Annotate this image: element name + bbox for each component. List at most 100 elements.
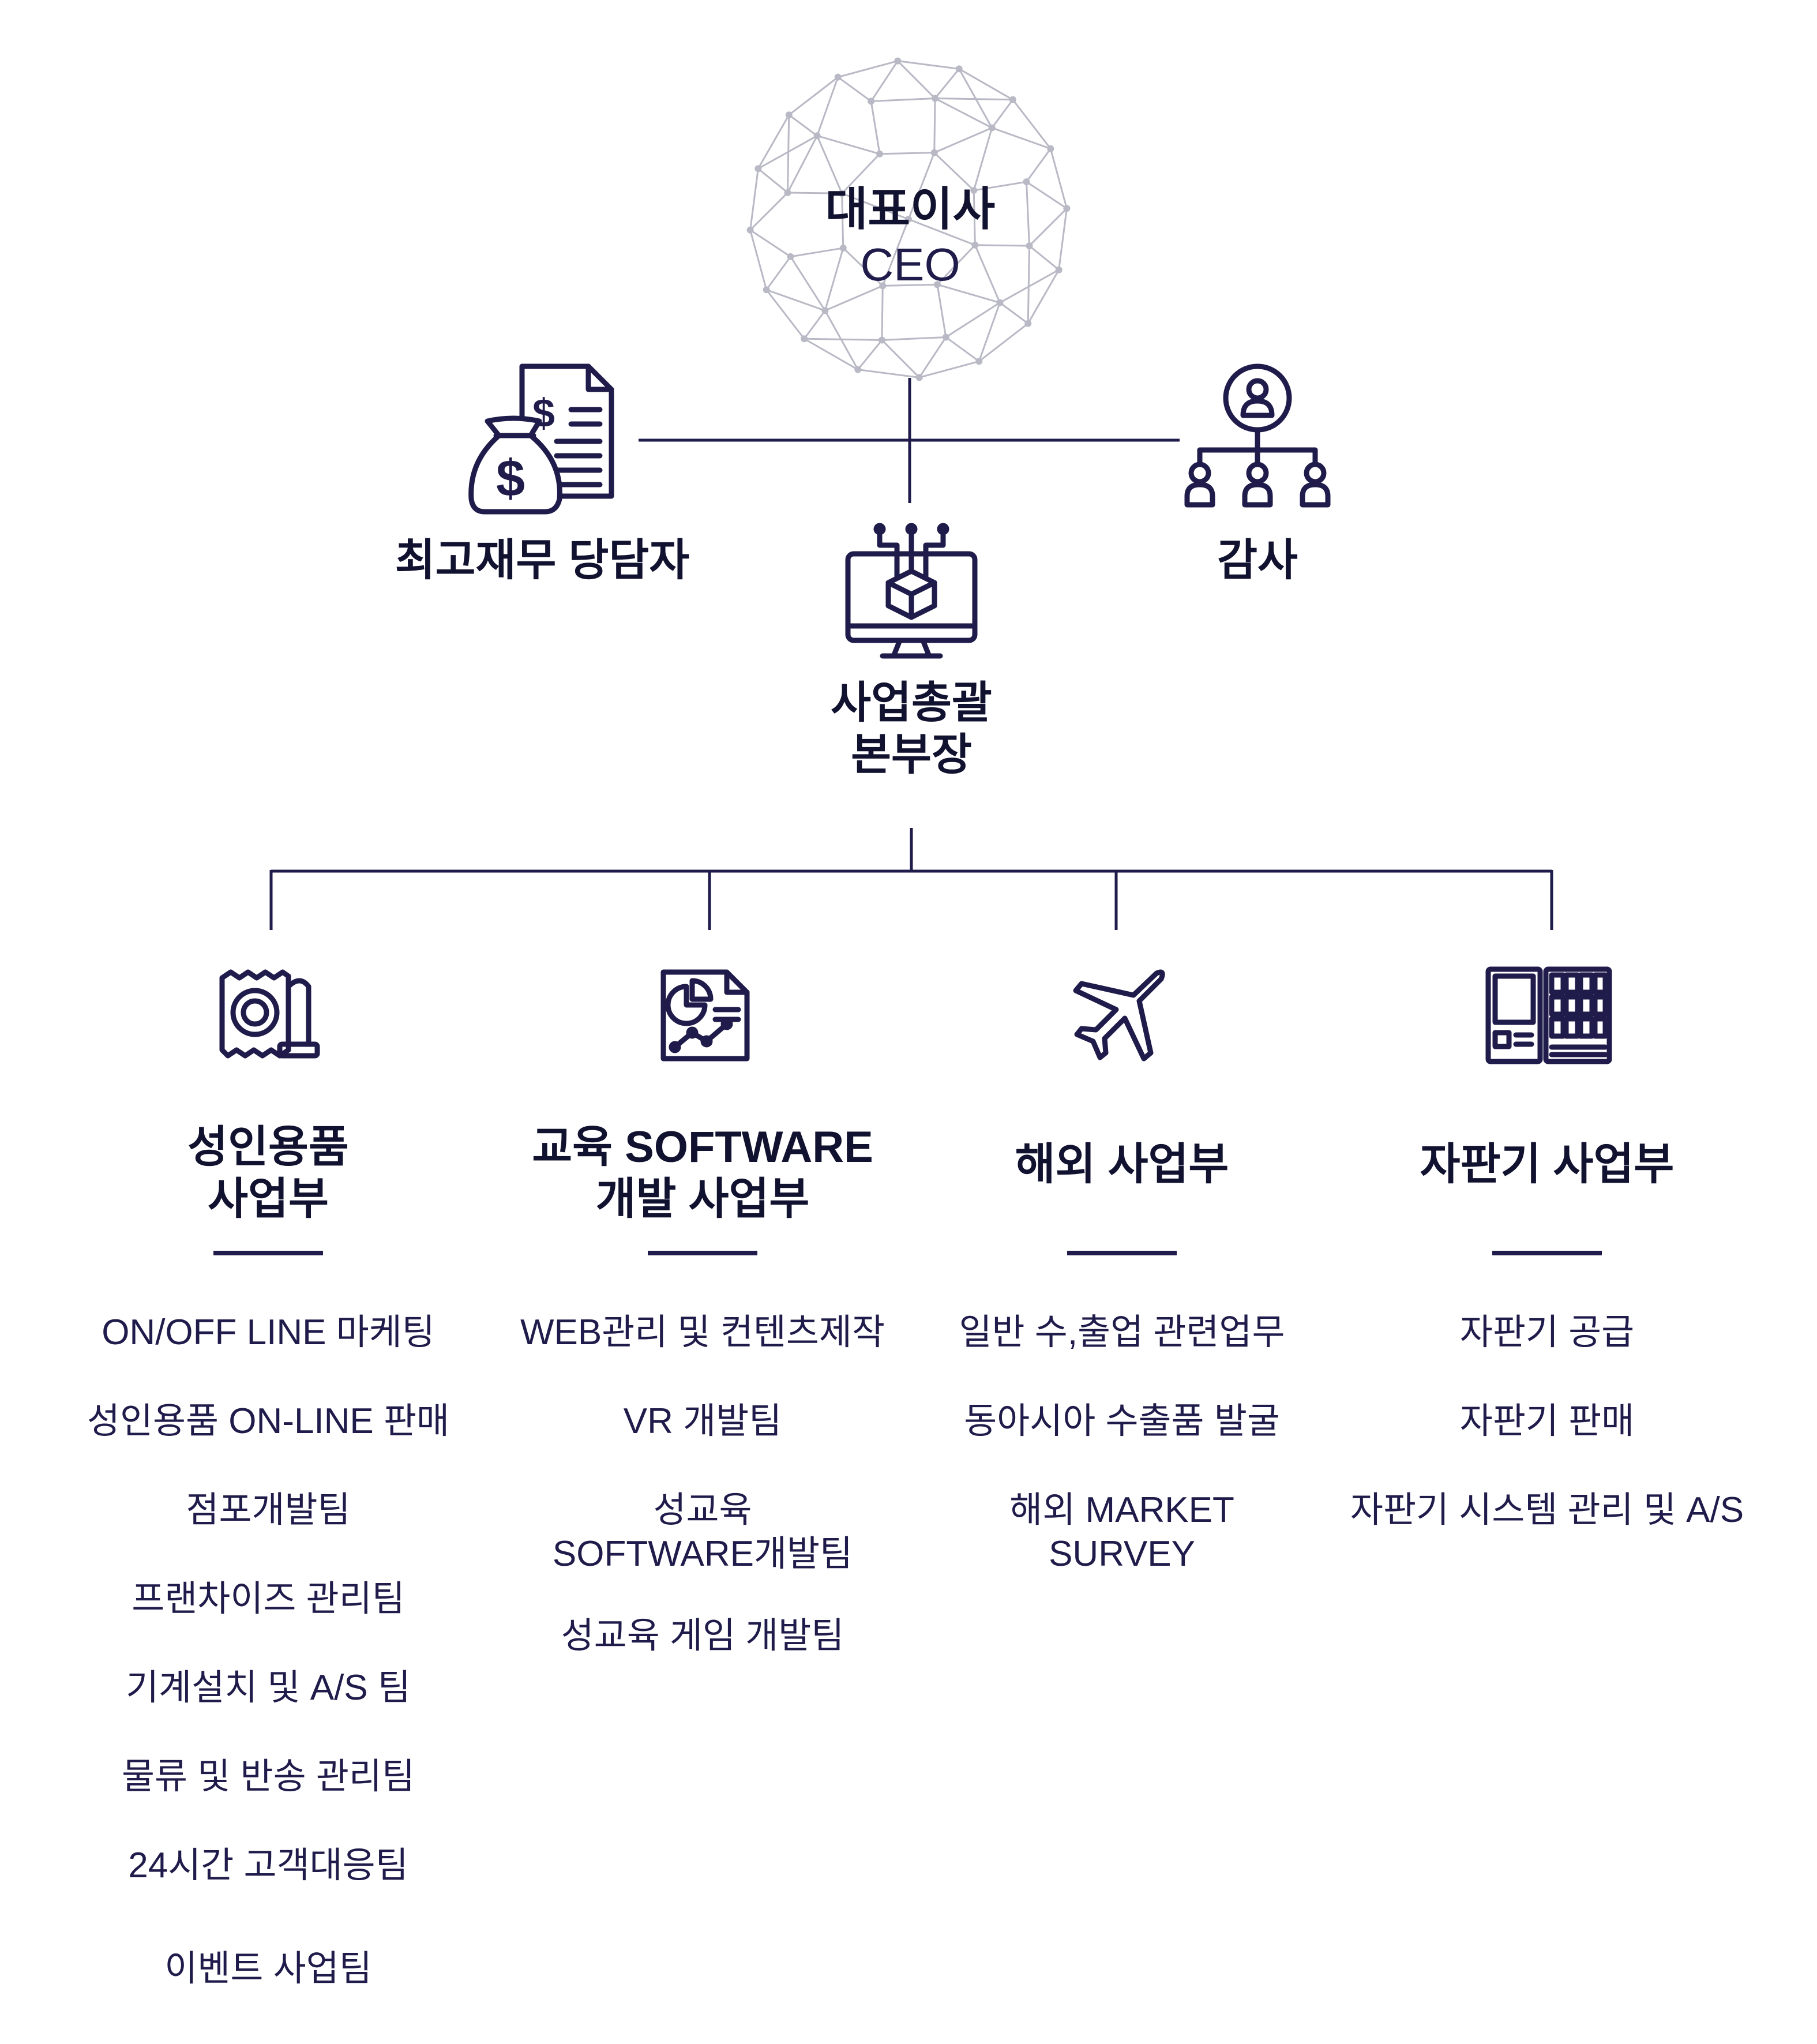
globe-edge: [790, 256, 826, 312]
org-hierarchy-icon: [1184, 363, 1331, 508]
globe-edge: [1049, 148, 1068, 209]
list-item: 자판기 시스템 관리 및 A/S: [1350, 1490, 1744, 1530]
globe-edge: [1025, 182, 1030, 246]
cfo-label: 최고재무 당담자: [395, 536, 690, 585]
globe-node: [988, 124, 996, 132]
globe-edge: [991, 99, 1013, 129]
globe-edge: [881, 219, 910, 286]
globe-edge: [1028, 245, 1060, 271]
globe-edge: [918, 336, 947, 378]
globe-edge: [973, 127, 993, 191]
globe-node: [754, 165, 762, 172]
globe-edge: [936, 244, 976, 286]
globe-edge: [933, 98, 936, 153]
globe-edge: [787, 135, 818, 193]
globe-edge: [871, 97, 936, 103]
globe-node: [905, 216, 912, 223]
dept-overseas-title: 해외 사업부: [1015, 1140, 1229, 1189]
globe-node: [813, 132, 821, 140]
globe-edge: [999, 302, 1029, 324]
globe-node: [839, 244, 847, 252]
globe-edge: [757, 168, 789, 194]
globe-node: [785, 111, 793, 119]
globe-node: [1024, 320, 1032, 327]
globe-edge: [1027, 269, 1060, 324]
business-head-line2: 본부장: [851, 730, 972, 779]
ceo-title: 대표이사: [825, 183, 996, 235]
globe-node: [868, 97, 875, 105]
globe-edge: [958, 68, 1013, 101]
vending-machine-icon: [1485, 966, 1612, 1064]
list-item: 자판기 판매: [1459, 1401, 1635, 1441]
globe-edge: [935, 97, 1013, 101]
dept-adult-title-line2: 사업부: [208, 1175, 329, 1224]
globe-edge: [881, 339, 920, 378]
globe-node: [894, 57, 902, 65]
list-item: 24시간 고객대응팀: [128, 1846, 408, 1885]
list-item: 동아시아 수출품 발굴: [964, 1401, 1280, 1441]
globe-edge: [883, 283, 937, 287]
globe-edge: [816, 135, 843, 194]
globe-edge: [841, 153, 881, 194]
list-item: SURVEY: [1049, 1534, 1195, 1574]
globe-edge: [880, 152, 934, 155]
globe-edge: [749, 192, 789, 231]
globe-node: [933, 281, 941, 288]
list-item: VR 개발팀: [623, 1401, 782, 1441]
globe-edge: [898, 60, 959, 70]
dept-vending-title: 자판기 사업부: [1420, 1140, 1675, 1189]
globe-edge: [788, 114, 818, 137]
monitor-cube-icon: [845, 523, 978, 659]
list-item: 성인용품 ON-LINE 판매: [87, 1401, 450, 1441]
audit-label: 감사: [1217, 536, 1298, 585]
globe-node: [996, 299, 1004, 306]
globe-edge: [824, 247, 844, 311]
globe-edge: [816, 77, 839, 136]
globe-node: [942, 333, 949, 341]
globe-edge: [974, 245, 1001, 303]
globe-edge: [919, 360, 979, 378]
globe-node: [787, 253, 794, 260]
globe-node: [975, 358, 983, 365]
packaged-product-icon: [219, 969, 320, 1059]
globe-edge: [817, 134, 880, 155]
globe-node: [1055, 266, 1063, 273]
ceo-node: 대표이사 CEO: [825, 182, 995, 292]
globe-edge: [934, 127, 993, 154]
list-item: 해외 MARKET: [1009, 1490, 1234, 1530]
globe-edge: [897, 60, 936, 99]
globe-edge: [975, 244, 1030, 247]
list-item: 점포개발팀: [186, 1490, 351, 1530]
list-item: ON/OFF LINE 마케팅: [102, 1312, 435, 1352]
globe-edge: [870, 60, 899, 102]
globe-node: [1026, 242, 1033, 250]
list-item: 물류 및 반송 관리팀: [122, 1757, 415, 1797]
ceo-subtitle: CEO: [860, 239, 960, 290]
report-chart-icon: [660, 969, 750, 1062]
globe-node: [970, 187, 978, 194]
globe-node: [763, 286, 770, 294]
list-item: 기계설치 및 A/S 팀: [126, 1668, 411, 1708]
list-item: SOFTWARE개발팀: [552, 1534, 853, 1574]
globe-edge: [857, 339, 883, 370]
globe-edge: [824, 284, 883, 312]
globe-edge: [1026, 148, 1052, 183]
globe-edge: [978, 322, 1029, 362]
globe-node: [876, 150, 884, 157]
globe-edge: [881, 336, 946, 341]
globe-edge: [973, 190, 976, 245]
dept-edu-title-line1: 교육 SOFTWARE: [532, 1123, 873, 1172]
globe-edge: [1058, 208, 1068, 270]
globe-edge: [936, 284, 947, 337]
globe-node: [1063, 205, 1071, 212]
globe-edge: [804, 337, 882, 341]
globe-node: [955, 65, 963, 73]
svg-text:$: $: [496, 450, 525, 508]
globe-node: [930, 149, 938, 156]
globe-edge: [978, 302, 1001, 362]
globe-edge: [933, 152, 975, 192]
globe-node: [821, 307, 829, 314]
globe-node: [915, 374, 923, 381]
globe-edge: [945, 336, 980, 362]
